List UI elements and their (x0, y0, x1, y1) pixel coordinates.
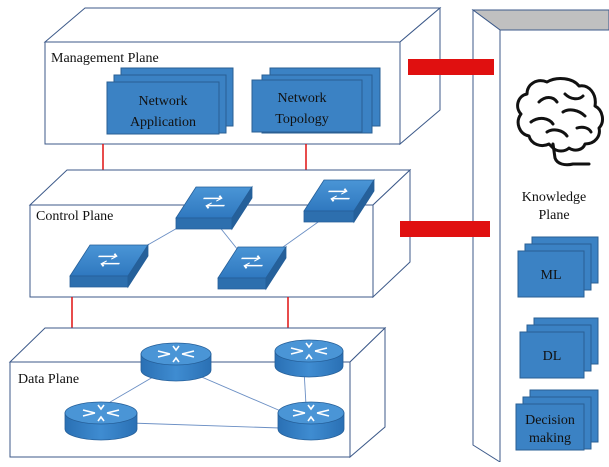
network-application-line1: Network (139, 94, 188, 109)
dl-card: DL (519, 317, 599, 379)
router-top-right (274, 339, 344, 378)
network-topology-line2: Topology (275, 112, 328, 127)
switch-bottom-right (217, 245, 287, 291)
decision-making-line2: making (529, 431, 571, 446)
management-plane-box: Management Plane (43, 6, 442, 146)
network-application-card: Network Application (106, 67, 234, 135)
management-knowledge-bridge (408, 59, 494, 75)
ml-label: ML (541, 268, 562, 283)
brain-icon (516, 77, 604, 167)
switch-top-right (303, 178, 375, 224)
router-icon (290, 342, 328, 360)
router-bottom-left (64, 401, 138, 441)
network-topology-card: Network Topology (251, 67, 381, 134)
decision-making-card: Decision making (515, 389, 599, 451)
dl-label: DL (543, 349, 562, 364)
router-top-left (140, 342, 212, 382)
router-icon (157, 345, 195, 363)
data-plane-label: Data Plane (18, 372, 79, 387)
network-topology-line1: Network (278, 91, 327, 106)
switch-bottom-left (69, 243, 149, 289)
management-plane-label: Management Plane (51, 51, 159, 66)
knowledge-plane-label-line1: Knowledge (522, 190, 587, 205)
control-knowledge-bridge (400, 221, 490, 237)
ml-card: ML (517, 236, 599, 298)
router-icon (82, 404, 120, 422)
switch-top-left (175, 185, 253, 231)
decision-making-line1: Decision (525, 413, 575, 428)
knowledge-plane-label-line2: Plane (538, 208, 569, 223)
network-application-line2: Application (130, 115, 196, 130)
router-bottom-right (277, 401, 345, 441)
router-icon (292, 404, 330, 422)
control-plane-label: Control Plane (36, 209, 113, 224)
management-plane-top (43, 7, 442, 43)
